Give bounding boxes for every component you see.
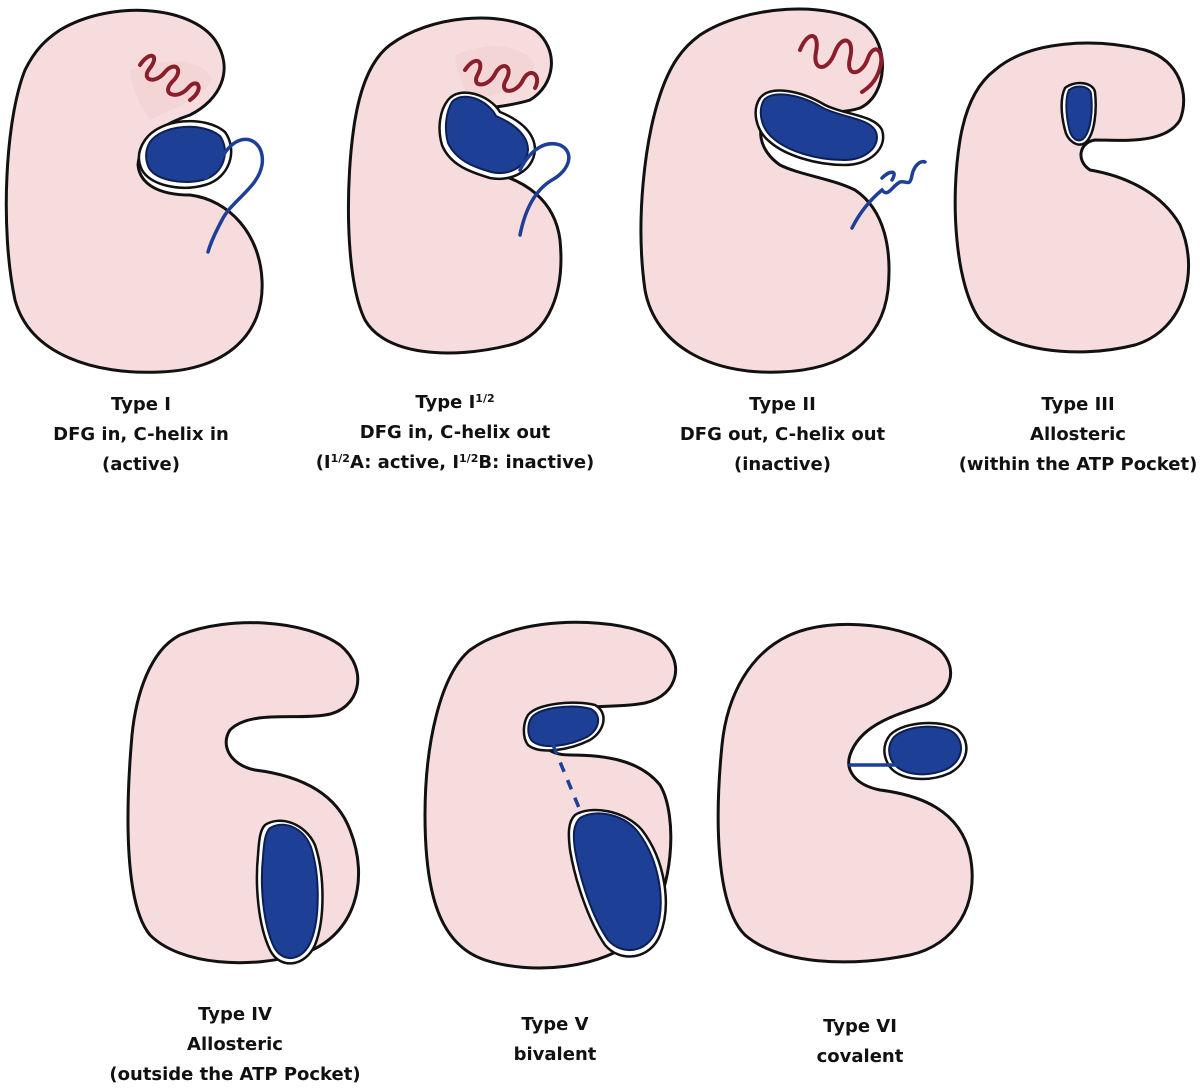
caption-line3: (I1/2A: active, I1/2B: inactive) xyxy=(295,448,615,478)
kinase-type-1-drawing xyxy=(0,0,300,380)
caption-type-5: Type V bivalent xyxy=(480,1010,630,1070)
caption-line2: Allosteric xyxy=(955,420,1201,450)
caption-line2: Allosteric xyxy=(100,1030,370,1060)
kinase-type-1-half-drawing xyxy=(330,0,590,380)
kinase-type-2-drawing xyxy=(630,0,940,380)
caption-type-1: Type I DFG in, C-helix in (active) xyxy=(26,390,256,480)
caption-type-3: Type III Allosteric (within the ATP Pock… xyxy=(955,390,1201,480)
caption-type-2: Type II DFG out, C-helix out (inactive) xyxy=(665,390,900,480)
caption-type-6: Type VI covalent xyxy=(785,1012,935,1072)
caption-type-4: Type IV Allosteric (outside the ATP Pock… xyxy=(100,1000,370,1090)
caption-line3: (active) xyxy=(26,450,256,480)
kinase-type-4-drawing xyxy=(120,615,390,975)
caption-type-1-half: Type I1/2 DFG in, C-helix out (I1/2A: ac… xyxy=(295,388,615,478)
caption-title: Type III xyxy=(955,390,1201,420)
caption-line2: bivalent xyxy=(480,1040,630,1070)
inhibitor-icon xyxy=(262,825,318,958)
caption-title: Type IV xyxy=(100,1000,370,1030)
caption-line2: covalent xyxy=(785,1042,935,1072)
inhibitor-icon xyxy=(146,127,225,182)
caption-line3: (outside the ATP Pocket) xyxy=(100,1060,370,1090)
caption-line2: DFG in, C-helix out xyxy=(295,418,615,448)
caption-title: Type II xyxy=(665,390,900,420)
kinase-type-3-drawing xyxy=(945,0,1195,380)
caption-line3: (inactive) xyxy=(665,450,900,480)
caption-title: Type VI xyxy=(785,1012,935,1042)
kinase-type-5-drawing xyxy=(410,615,680,975)
caption-line3: (within the ATP Pocket) xyxy=(955,450,1201,480)
caption-line2: DFG out, C-helix out xyxy=(665,420,900,450)
kinase-type-6-drawing xyxy=(710,615,990,975)
caption-line2: DFG in, C-helix in xyxy=(26,420,256,450)
inhibitor-icon xyxy=(889,727,961,775)
caption-title: Type I xyxy=(26,390,256,420)
caption-title: Type V xyxy=(480,1010,630,1040)
caption-title: Type I1/2 xyxy=(295,388,615,418)
inhibitor-icon xyxy=(1066,87,1091,141)
